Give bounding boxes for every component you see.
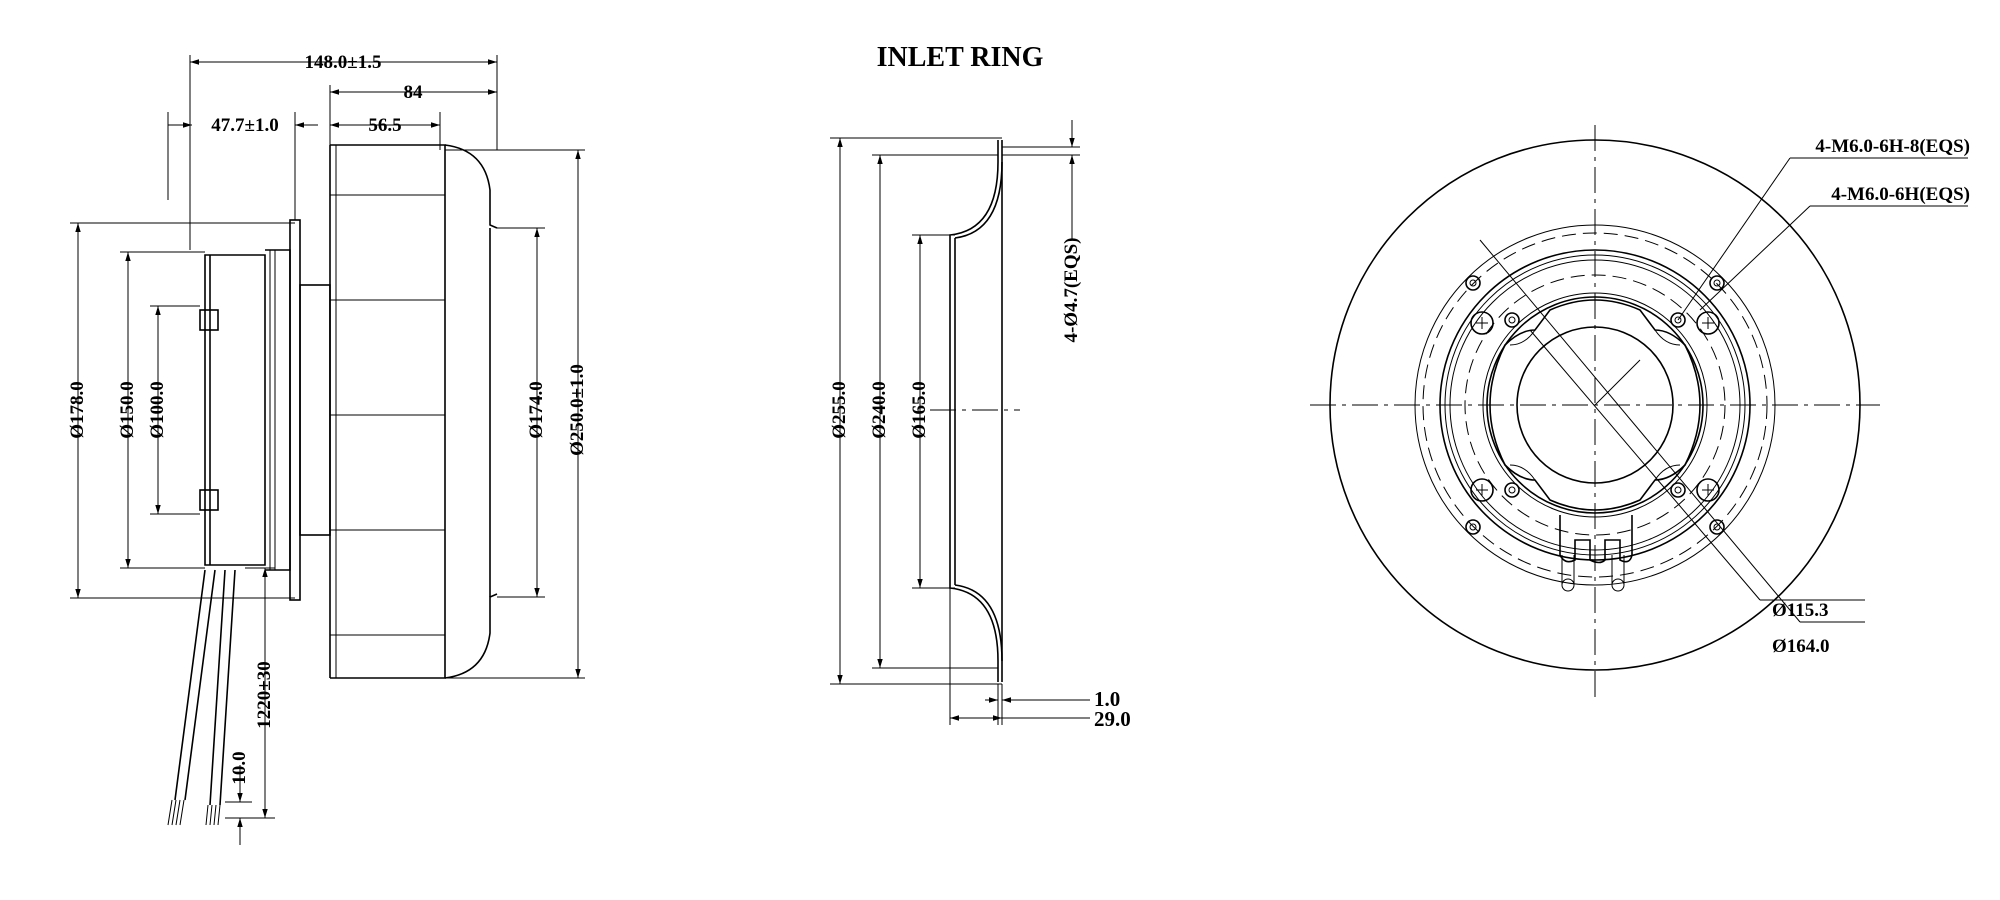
dim-impeller-length: 84 bbox=[404, 82, 424, 103]
front-view: 4-M6.0-6H-8(EQS) 4-M6.0-6H(EQS) Ø115.3 Ø… bbox=[1310, 125, 1970, 700]
pcd-large: Ø164.0 bbox=[1772, 636, 1830, 657]
side-view: 148.0±1.5 84 47.7±1.0 56.5 Ø178.0 Ø150.0… bbox=[67, 52, 588, 845]
wire-strip: 10.0 bbox=[229, 751, 250, 784]
pcd-small: Ø115.3 bbox=[1772, 600, 1828, 621]
dim-overall-length: 148.0±1.5 bbox=[305, 52, 382, 73]
dia-motor: Ø150.0 bbox=[117, 381, 138, 439]
dim-impeller-front: 56.5 bbox=[368, 115, 401, 136]
dim-motor-offset: 47.7±1.0 bbox=[211, 115, 278, 136]
dia-flange: Ø178.0 bbox=[67, 381, 88, 439]
ring-depth: 29.0 bbox=[1094, 707, 1131, 731]
ring-holes: 4-Ø4.7(EQS) bbox=[1061, 237, 1082, 342]
ring-thickness: 1.0 bbox=[1094, 687, 1120, 711]
dia-ring-mid: Ø240.0 bbox=[869, 381, 890, 439]
dia-ring-inner: Ø165.0 bbox=[909, 381, 930, 439]
screw-head bbox=[1696, 478, 1720, 502]
dia-hub: Ø100.0 bbox=[147, 381, 168, 439]
screw-head bbox=[1470, 478, 1494, 502]
inlet-ring-view: Ø255.0 Ø240.0 Ø165.0 4-Ø4.7(EQS) 1.0 29.… bbox=[829, 120, 1131, 731]
screw-head bbox=[1470, 311, 1494, 335]
thread-spec-b: 4-M6.0-6H(EQS) bbox=[1831, 184, 1970, 205]
cable-length: 1220±30 bbox=[254, 661, 275, 728]
dia-impeller: Ø250.0±1.0 bbox=[567, 364, 588, 456]
thread-spec-a: 4-M6.0-6H-8(EQS) bbox=[1815, 136, 1970, 157]
dia-ring-outer: Ø255.0 bbox=[829, 381, 850, 439]
drawing-title: INLET RING bbox=[877, 42, 1044, 73]
screw-head bbox=[1696, 311, 1720, 335]
dia-inlet: Ø174.0 bbox=[526, 381, 547, 439]
